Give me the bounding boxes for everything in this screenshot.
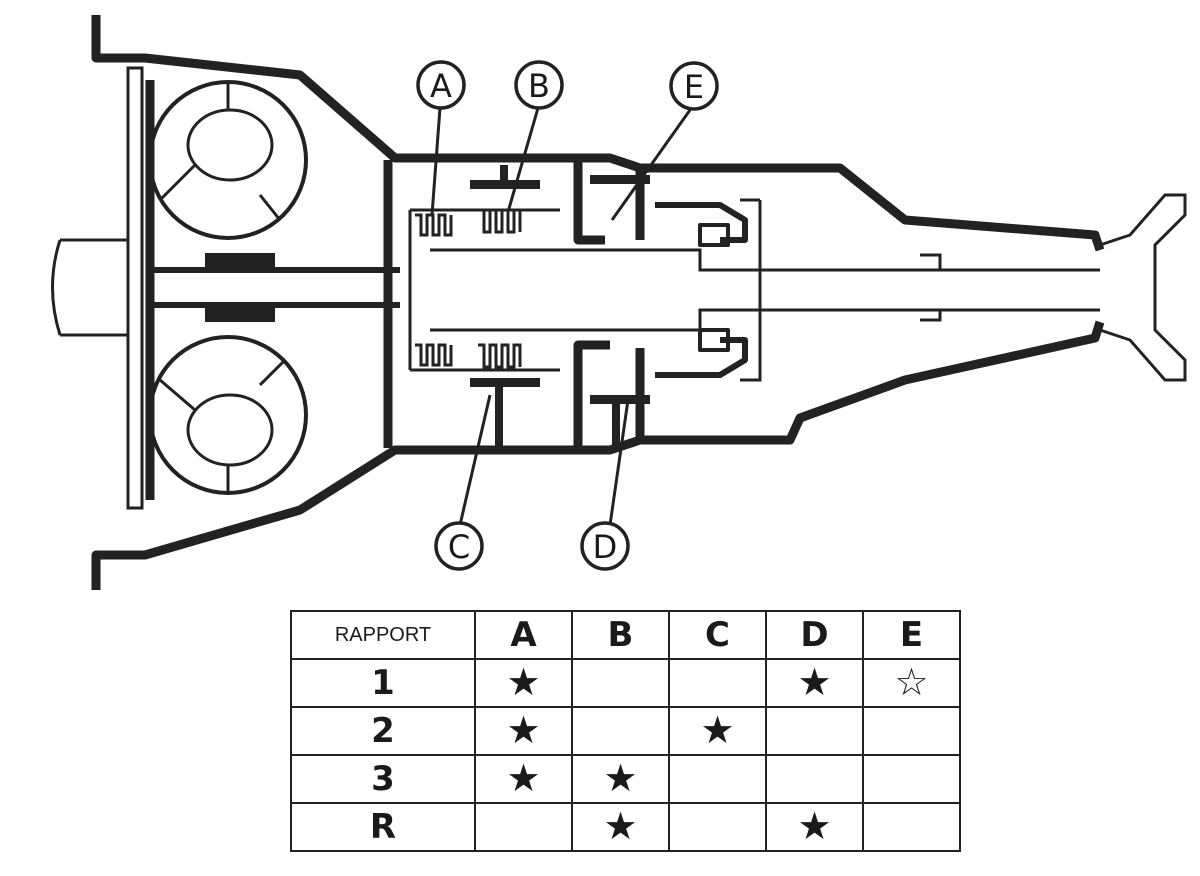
table-cell [765,706,864,756]
callout-e-label: E [684,68,704,106]
table-cell: ★ [474,754,573,804]
table-cell: ☆ [862,658,961,708]
callout-c-label: C [448,528,470,566]
table-cell: ★ [474,706,573,756]
column-header-d: D [765,610,864,660]
gear-engagement-table: RAPPORT A B C D E 1 ★ ★ ☆ 2 ★ ★ 3 ★ ★ [290,610,961,852]
transmission-diagram: A B E C D [51,15,1187,590]
flange-plate [51,66,1187,510]
table-row: 2 ★ ★ [290,706,961,756]
table-cell [862,706,961,756]
table-row: R ★ ★ [290,802,961,852]
bands-and-brakes [470,165,650,448]
table-cell: ★ [571,754,670,804]
table-row: 3 ★ ★ [290,754,961,804]
column-header-e: E [862,610,961,660]
clutch-packs [415,208,522,369]
planetary-gearset [655,202,748,378]
table-cell [474,802,573,852]
table-cell [765,754,864,804]
table-cell [668,658,767,708]
table-cell: ★ [571,802,670,852]
callout-d-label: D [593,528,618,566]
table-cell [571,658,670,708]
callout-b-label: B [528,67,550,105]
gear-label: 3 [290,754,476,804]
rapport-header: RAPPORT [290,610,476,660]
table-cell [668,802,767,852]
gear-label: R [290,802,476,852]
callout-leaders [430,107,692,526]
table-cell [571,706,670,756]
table-cell: ★ [668,706,767,756]
gear-label: 2 [290,706,476,756]
table-header-row: RAPPORT A B C D E [290,610,961,660]
table-cell: ★ [765,802,864,852]
column-header-a: A [474,610,573,660]
table-cell [862,754,961,804]
table-cell: ★ [474,658,573,708]
callout-a-label: A [430,67,452,105]
column-header-c: C [668,610,767,660]
torque-converter [148,80,308,495]
table-row: 1 ★ ★ ☆ [290,658,961,708]
callouts [416,60,719,571]
table-cell: ★ [765,658,864,708]
table-cell [862,802,961,852]
table-cell [668,754,767,804]
column-header-b: B [571,610,670,660]
gear-label: 1 [290,658,476,708]
